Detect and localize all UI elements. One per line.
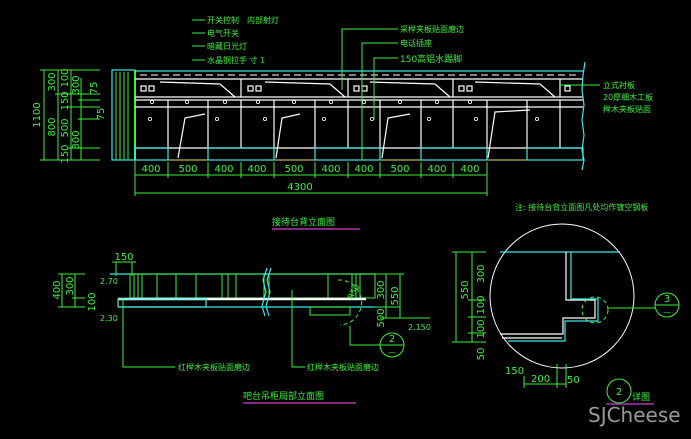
horizontal-dimension-lines: [134, 160, 488, 196]
dim-label: 300: [71, 130, 82, 149]
dim-label: 500: [178, 164, 197, 175]
dim-label: 100: [476, 295, 487, 314]
dim-label: 400: [427, 164, 446, 175]
marker-sheet: —: [388, 348, 396, 357]
dim-label: 400: [141, 164, 160, 175]
annotation-handle: 水晶钢拉手 寸 1: [207, 55, 265, 65]
annotation-liner: 立式衬板: [603, 80, 635, 90]
dim-label: 400: [247, 164, 266, 175]
dim-label: 400: [52, 280, 63, 299]
dim-label: 50: [476, 348, 487, 361]
watermark-logo: SJCheese: [588, 403, 681, 427]
dim-label: 300: [47, 72, 58, 91]
marker-number: 3: [664, 294, 670, 305]
annotation-phone-socket: 电话插座: [400, 38, 432, 48]
dim-label: 300: [71, 75, 82, 94]
dim-label: 800: [47, 117, 58, 136]
dim-label: 150: [114, 252, 133, 263]
dim-label: 150: [60, 144, 71, 163]
marker-number: 2: [616, 387, 622, 398]
bar-cabinet-elevation: 2 — 150 400 300 100 2.70 2.30 2.150 300 …: [52, 252, 431, 404]
dim-label: 300: [376, 280, 387, 299]
dim-label: 100: [476, 319, 487, 338]
switch-icons: [140, 85, 571, 92]
dim-label: 75: [89, 82, 100, 95]
dim-label: 300: [476, 264, 487, 283]
annotation-electric-switch: 电气开关: [207, 28, 239, 38]
dim-label: 500: [376, 308, 387, 327]
annotation-veneer-right: 榉木夹板贴面: [603, 104, 651, 114]
dim-label: 100: [60, 68, 71, 87]
label-veneer-right: 红榉木夹板贴面磨边: [307, 362, 379, 372]
marker-number: 2: [389, 334, 395, 345]
dim-label: 500: [60, 118, 71, 137]
marker-sheet: —: [663, 308, 671, 317]
dim-label: 400: [460, 164, 479, 175]
detail-view: 3 — 550 300 100 100 50 150 200 50 2 详图: [452, 223, 680, 405]
drawing-title-bar-cabinet: 吧台吊柜局部立面图: [243, 390, 324, 402]
reception-desk-elevation: 开关控制 内部射灯 电气开关 暗藏日光灯 水晶钢拉手 寸 1 采榉夹板贴面磨边 …: [32, 15, 653, 230]
drawing-title-detail: 详图: [632, 391, 650, 403]
dim-label: 75: [96, 108, 107, 121]
level-label: 2.70: [100, 277, 118, 286]
annotation-veneer: 采榉夹板贴面磨边: [400, 24, 464, 34]
detail-circle: [489, 223, 635, 369]
dim-overall-height: 1100: [32, 102, 43, 127]
drawing-note: 注: 接待台背立面图凡处均作镀空钢板: [515, 202, 648, 212]
dim-label: 100: [87, 292, 98, 311]
annotation-switch-control: 开关控制 内部射灯: [207, 15, 279, 25]
detail-marker: [606, 378, 632, 404]
annotation-kickplate: 150高铝水踢脚: [400, 53, 462, 65]
dim-label: 150: [505, 366, 524, 377]
annotation-hidden-light: 暗藏日光灯: [207, 41, 247, 51]
dim-label: 150: [60, 91, 71, 110]
level-label: 2.150: [408, 323, 431, 332]
dim-label: 50: [567, 375, 580, 386]
dim-label: 550: [390, 286, 401, 305]
dim-label: 400: [214, 164, 233, 175]
label-veneer-left: 红榉木夹板贴面磨边: [178, 362, 250, 372]
vertical-dimension-lines: [40, 69, 100, 161]
dim-label: 400: [321, 164, 340, 175]
dim-label: 550: [460, 280, 471, 299]
dim-label: 500: [390, 164, 409, 175]
drawing-title-elevation: 接待台背立面图: [272, 216, 335, 228]
handle-icons: [147, 100, 540, 122]
dim-total: 4300: [287, 182, 312, 193]
annotation-board: 20厚细木工板: [603, 92, 653, 102]
dim-label: 400: [354, 164, 373, 175]
dim-label: 300: [65, 276, 76, 295]
dim-label: 500: [284, 164, 303, 175]
level-label: 2.30: [100, 314, 118, 323]
dim-label: 200: [531, 374, 550, 385]
